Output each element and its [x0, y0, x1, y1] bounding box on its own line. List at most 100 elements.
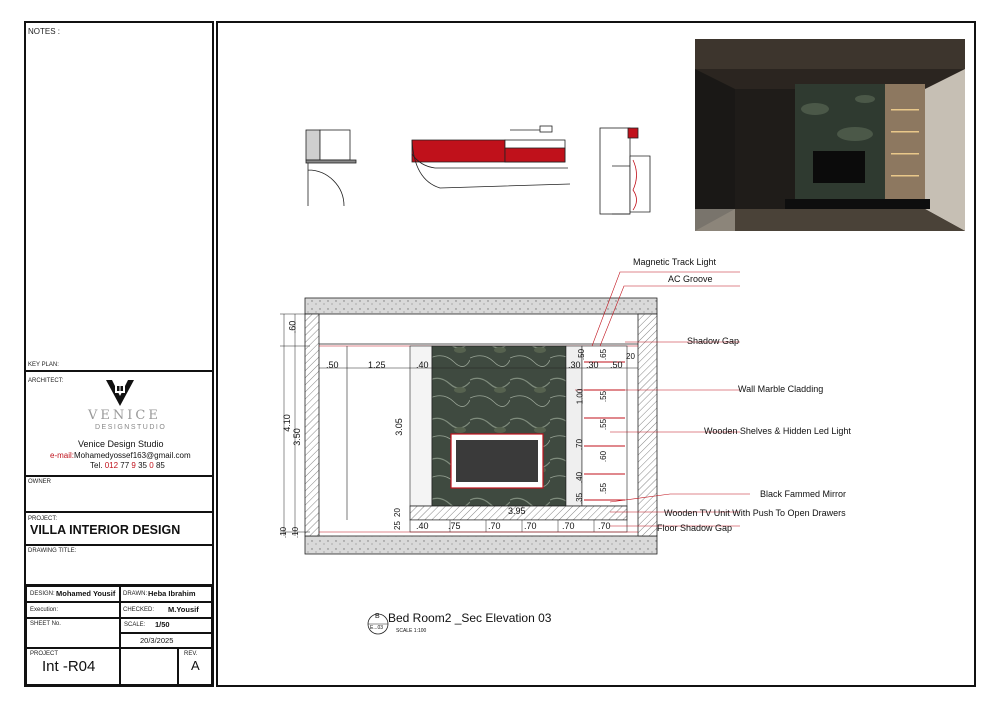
shelf-dimension: .60 — [599, 450, 609, 463]
tel-part: 012 — [104, 461, 119, 470]
rev-spacer-cell — [120, 648, 178, 685]
elevation-drawing — [280, 271, 750, 555]
design-cell — [26, 586, 120, 602]
bubble-sheet: E...03 — [370, 625, 384, 631]
checked-label: CHECKED: — [123, 607, 155, 613]
callout-label: AC Groove — [668, 274, 713, 284]
date-value: 20/3/2025 — [140, 636, 174, 645]
project-code-label: PROJECT — [30, 651, 59, 657]
dimension-label: 1.00 — [575, 388, 585, 405]
dimension-label: .40 — [416, 360, 429, 370]
project-code-cell — [26, 648, 120, 685]
tel-part: 9 — [131, 461, 136, 470]
drawn-label: DRAWN: — [123, 591, 148, 597]
shelf-dimension: .65 — [599, 348, 609, 361]
tel-part: 35 — [138, 461, 148, 470]
shelf-dimension: .55 — [599, 390, 609, 403]
sheet-label: SHEET No. — [30, 621, 61, 627]
dimension-label: .40 — [575, 471, 585, 484]
callout-label: Magnetic Track Light — [633, 257, 717, 267]
meta-rule — [24, 584, 214, 586]
callout-label: Wall Marble Cladding — [738, 384, 824, 394]
studio-email: e-mail:Mohamedyossef163@gmail.com — [50, 451, 191, 460]
dimension-label: 3.50 — [291, 428, 302, 446]
dimension-label: 4.10 — [281, 414, 292, 432]
keyplan-rule — [24, 370, 214, 372]
project-rule — [24, 511, 214, 513]
section-bubble — [367, 613, 389, 635]
rev-label: REV. — [184, 651, 198, 657]
dimension-label: .10 — [291, 526, 301, 539]
callout-label: Wooden TV Unit With Push To Open Drawers — [664, 508, 846, 518]
callout-label: Floor Shadow Gap — [657, 523, 733, 533]
titleblock-frame — [24, 21, 214, 687]
floor-plan-fragment — [305, 125, 651, 215]
execution-cell — [26, 602, 120, 618]
studio-phone: Tel. 012 77 9 35 0 85 — [90, 461, 165, 470]
dimension-label: .70 — [488, 521, 501, 531]
drawing-frame — [216, 21, 976, 687]
design-value: Mohamed Yousif — [56, 589, 116, 598]
sheet-cell — [26, 618, 120, 648]
dimension-label: .10 — [279, 526, 289, 539]
dimension-label: 20 — [626, 352, 635, 361]
logo-text: VENICE — [88, 408, 161, 423]
interior-render-image — [695, 39, 965, 231]
drawn-cell — [120, 586, 212, 602]
project-name: VILLA INTERIOR DESIGN — [30, 523, 181, 537]
scale-cell — [120, 618, 212, 633]
callout-label: Wooden Shelves & Hidden Led Light — [704, 426, 851, 436]
rev-cell — [178, 648, 212, 685]
callout-label: Black Fammed Mirror — [760, 489, 847, 499]
owner-label: OWNER — [28, 479, 51, 485]
dimension-label: .35 — [575, 492, 585, 505]
email-address: Mohamedyossef163@gmail.com — [74, 451, 191, 460]
checked-cell — [120, 602, 212, 618]
logo-subtext: DESIGNSTUDIO — [95, 424, 167, 431]
dimension-label: .30 — [568, 360, 581, 370]
dimension-label: 1.25 — [368, 360, 386, 370]
dimension-label: 25 — [392, 521, 402, 530]
dimension-label: 20 — [392, 508, 402, 517]
dimension-label: .70 — [575, 438, 585, 451]
tel-part: 0 — [149, 461, 154, 470]
dimension-label: 3.05 — [393, 418, 404, 436]
dimension-label: .70 — [562, 521, 575, 531]
dimension-label: .70 — [598, 521, 611, 531]
dimension-label: .75 — [448, 521, 461, 531]
studio-logo — [106, 380, 134, 406]
scale-label: SCALE: — [124, 622, 146, 628]
tel-part: 85 — [155, 461, 165, 470]
tel-part: 77 — [120, 461, 130, 470]
scale-value: 1/50 — [155, 620, 170, 629]
shelf-dimension: .55 — [599, 482, 609, 495]
architect-label: ARCHITECT: — [28, 378, 64, 384]
rev-value: A — [191, 658, 200, 673]
dimension-label: .70 — [524, 521, 537, 531]
dimension-label: .40 — [416, 521, 429, 531]
drawing-title-rule — [24, 544, 214, 546]
dimension-label: .50 — [610, 360, 623, 370]
scale-note: SCALE 1:100 — [396, 628, 427, 634]
bubble-letter: B — [375, 613, 380, 620]
dimension-label: .60 — [287, 320, 298, 334]
checked-value: M.Yousif — [168, 605, 199, 614]
dimension-label: .50 — [326, 360, 339, 370]
project-label: PROJECT: — [28, 516, 58, 522]
email-prefix: e-mail: — [50, 451, 75, 460]
callout-label: Shadow Gap — [687, 336, 740, 346]
shelf-dimension: .50 — [577, 348, 587, 361]
studio-name: Venice Design Studio — [78, 439, 164, 449]
execution-label: Execution: — [30, 607, 59, 613]
owner-rule — [24, 475, 214, 477]
shelf-dimension: .55 — [599, 418, 609, 431]
dimension-label: 3.95 — [508, 506, 526, 516]
drawing-title-label: DRAWING TITLE: — [28, 548, 77, 554]
design-label: DESIGN: — [30, 591, 55, 597]
notes-label: NOTES : — [28, 27, 61, 36]
drawn-value: Heba Ibrahim — [148, 589, 196, 598]
drawing-title: Bed Room2 _Sec Elevation 03 — [388, 611, 552, 625]
tel-label: Tel. — [90, 461, 103, 470]
dimension-label: .30 — [586, 360, 599, 370]
project-code: Int -R04 — [42, 658, 96, 675]
